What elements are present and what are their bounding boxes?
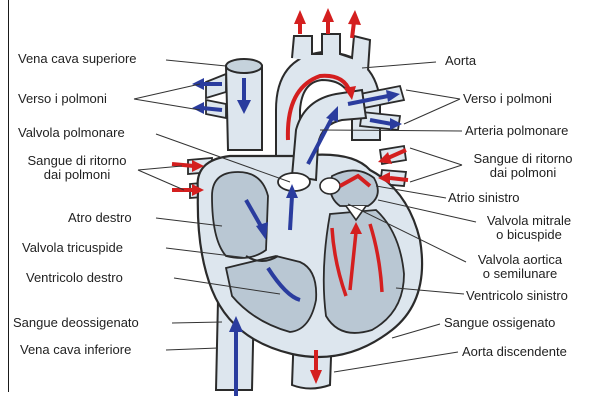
- label-sangue-ritorno-right-line1: Sangue di ritorno: [462, 152, 584, 166]
- label-aorta-discendente: Aorta discendente: [462, 345, 567, 359]
- label-sangue-ritorno-right-line2: dai polmoni: [462, 166, 584, 180]
- label-valvola-mitrale-line1: Valvola mitrale: [474, 214, 584, 228]
- label-valvola-aortica-line1: Valvola aortica: [464, 253, 576, 267]
- label-arteria-polmonare: Arteria polmonare: [465, 124, 568, 138]
- label-verso-polmoni-left: Verso i polmoni: [18, 92, 107, 106]
- label-sangue-ritorno-right: Sangue di ritorno dai polmoni: [462, 152, 584, 180]
- label-atro-destro: Atro destro: [68, 211, 132, 225]
- label-atrio-sinistro: Atrio sinistro: [448, 191, 520, 205]
- label-valvola-polmonare: Valvola polmonare: [18, 126, 125, 140]
- label-sangue-ritorno-left: Sangue di ritorno dai polmoni: [16, 154, 138, 182]
- label-valvola-mitrale-line2: o bicuspide: [474, 228, 584, 242]
- aortic-valve: [320, 178, 340, 194]
- label-valvola-tricuspide: Valvola tricuspide: [22, 241, 123, 255]
- label-aorta: Aorta: [445, 54, 476, 68]
- label-valvola-aortica: Valvola aortica o semilunare: [464, 253, 576, 281]
- label-vena-cava-inferiore: Vena cava inferiore: [20, 343, 131, 357]
- right-atrium-chamber: [212, 172, 268, 258]
- label-vena-cava-superiore: Vena cava superiore: [18, 52, 137, 66]
- label-sangue-ossigenato: Sangue ossigenato: [444, 316, 555, 330]
- label-ventricolo-destro: Ventricolo destro: [26, 271, 123, 285]
- label-sangue-ritorno-left-line2: dai polmoni: [16, 168, 138, 182]
- label-verso-polmoni-right: Verso i polmoni: [463, 92, 552, 106]
- label-ventricolo-sinistro: Ventricolo sinistro: [466, 289, 568, 303]
- label-valvola-aortica-line2: o semilunare: [464, 267, 576, 281]
- pulmonary-valve: [278, 173, 310, 191]
- label-sangue-deossigenato: Sangue deossigenato: [13, 316, 139, 330]
- label-valvola-mitrale: Valvola mitrale o bicuspide: [474, 214, 584, 242]
- superior-vena-cava-opening: [226, 59, 262, 73]
- label-sangue-ritorno-left-line1: Sangue di ritorno: [16, 154, 138, 168]
